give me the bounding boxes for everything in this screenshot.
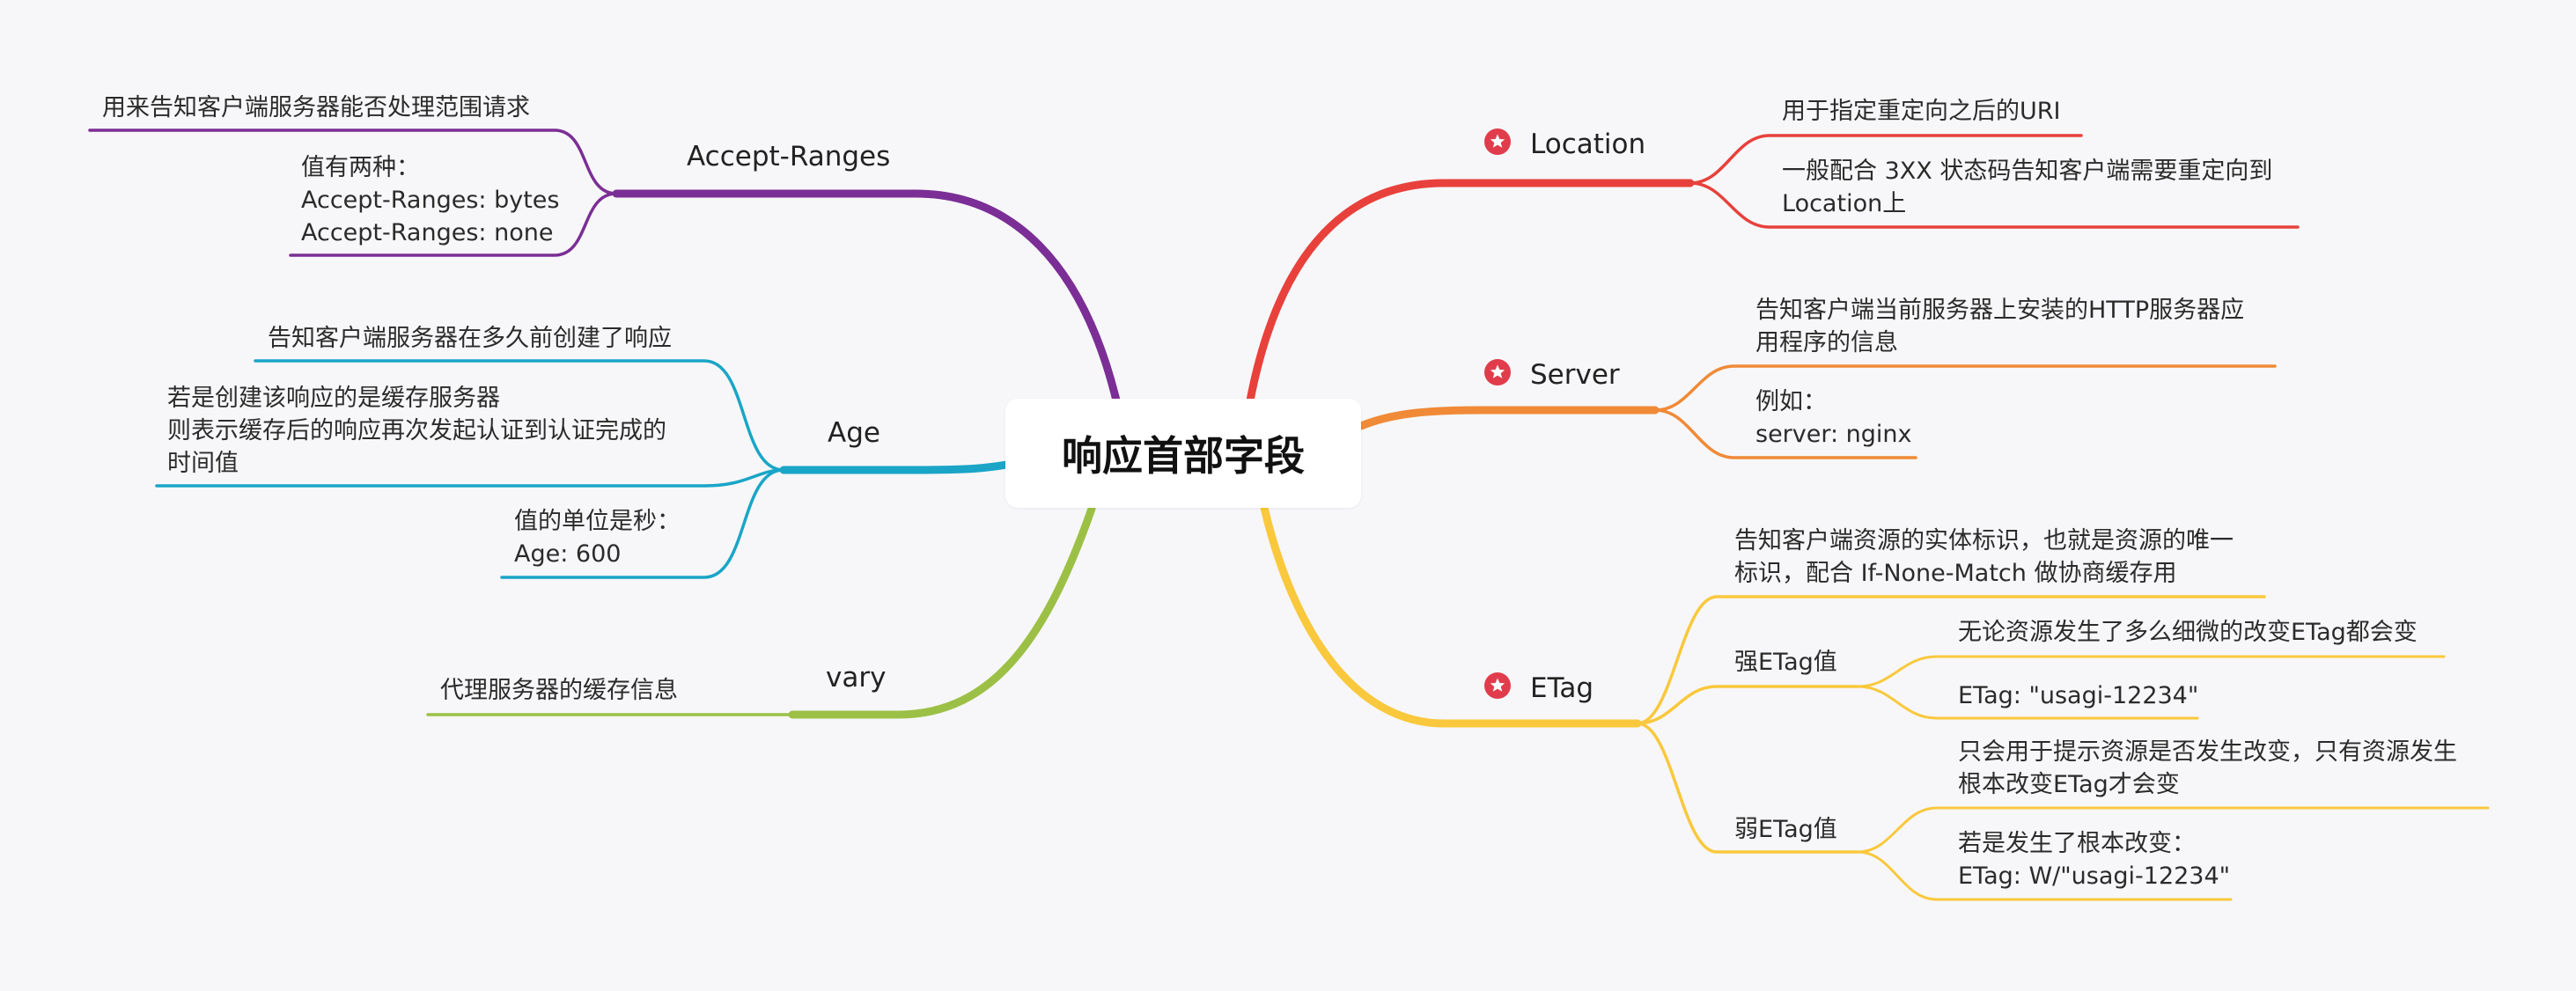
connector-server-child-1 <box>1653 364 2277 412</box>
connector-location-main <box>1246 179 1695 405</box>
location-note-2[interactable]: 一般配合 3XX 状态码告知客户端需要重定向到 Location上 <box>1782 155 2272 220</box>
etag-weak-note-2[interactable]: 若是发生了根本改变： ETag: W/"usagi-12234" <box>1958 827 2230 892</box>
accept-ranges-note-1[interactable]: 用来告知客户端服务器能否处理范围请求 <box>102 92 530 124</box>
connector-etag-strong-child-1 <box>1856 655 2446 688</box>
etag-note-1-line-1: 告知客户端资源的实体标识，也就是资源的唯一 <box>1734 527 2234 554</box>
age-note-2-line-1: 若是创建该响应的是缓存服务器 <box>167 385 500 412</box>
etag-note-1[interactable]: 告知客户端资源的实体标识，也就是资源的唯一 标识，配合 If-None-Matc… <box>1734 525 2234 590</box>
server-note-2[interactable]: 例如： server: nginx <box>1755 385 1912 451</box>
etag-weak-node[interactable]: 弱ETag值 <box>1734 813 1837 846</box>
connector-accept-ranges-main <box>612 189 1121 405</box>
server-note-1[interactable]: 告知客户端当前服务器上安装的HTTP服务器应 用程序的信息 <box>1755 294 2244 359</box>
etag-strong-note-2-line-1: ETag: "usagi-12234" <box>1958 682 2199 709</box>
connector-location-child-2 <box>1689 181 2300 229</box>
connector-vary-main <box>788 504 1096 719</box>
connector-location-child-1 <box>1689 134 2083 185</box>
age-note-2-line-2: 则表示缓存后的响应再次发起认证到认证完成的 <box>167 417 666 444</box>
connector-etag-weak <box>1636 722 1859 854</box>
age-note-1[interactable]: 告知客户端服务器在多久前创建了响应 <box>268 322 672 355</box>
branch-server[interactable]: Server <box>1484 357 1620 394</box>
accept-ranges-note-2-line-3: Accept-Ranges: none <box>301 219 554 246</box>
accept-ranges-note-1-line-1: 用来告知客户端服务器能否处理范围请求 <box>102 94 530 121</box>
server-note-1-line-2: 用程序的信息 <box>1755 329 1898 356</box>
age-note-3-line-2: Age: 600 <box>514 540 622 568</box>
etag-weak-note-1[interactable]: 只会用于提示资源是否发生改变，只有资源发生 根本改变ETag才会变 <box>1958 736 2457 801</box>
star-badge-icon <box>1484 128 1511 164</box>
connector-age-main <box>779 460 1012 474</box>
age-note-1-line-1: 告知客户端服务器在多久前创建了响应 <box>268 325 672 352</box>
age-note-2[interactable]: 若是创建该响应的是缓存服务器 则表示缓存后的响应再次发起认证到认证完成的 时间值 <box>167 382 666 480</box>
branch-vary[interactable]: vary <box>826 660 886 695</box>
location-note-2-line-2: Location上 <box>1782 190 1907 217</box>
connector-etag-main <box>1260 503 1642 728</box>
age-note-3[interactable]: 值的单位是秒： Age: 600 <box>514 505 681 570</box>
accept-ranges-note-2[interactable]: 值有两种： Accept-Ranges: bytes Accept-Ranges… <box>301 151 559 249</box>
connector-accept-ranges-child-2 <box>289 192 618 257</box>
branch-age[interactable]: Age <box>828 415 880 451</box>
etag-note-1-line-2: 标识，配合 If-None-Match 做协商缓存用 <box>1734 560 2177 587</box>
etag-strong-node[interactable]: 强ETag值 <box>1734 646 1837 679</box>
branch-location-label: Location <box>1530 128 1646 160</box>
branch-server-label: Server <box>1530 359 1620 391</box>
branch-etag-label: ETag <box>1530 672 1594 704</box>
branch-age-label: Age <box>828 417 880 449</box>
connector-server-child-2 <box>1653 408 1917 459</box>
branch-accept-ranges-label: Accept-Ranges <box>687 141 891 173</box>
connector-age-child-1 <box>254 359 785 472</box>
server-note-2-line-2: server: nginx <box>1755 421 1912 448</box>
vary-note-1-line-1: 代理服务器的缓存信息 <box>440 677 678 704</box>
connector-etag-weak-child-1 <box>1856 806 2490 854</box>
central-topic-label: 响应首部字段 <box>1062 432 1305 480</box>
server-note-1-line-1: 告知客户端当前服务器上安装的HTTP服务器应 <box>1755 297 2245 324</box>
etag-strong-note-1-line-1: 无论资源发生了多么细微的改变ETag都会变 <box>1958 619 2418 646</box>
vary-note-1[interactable]: 代理服务器的缓存信息 <box>440 674 678 707</box>
branch-accept-ranges[interactable]: Accept-Ranges <box>687 139 890 174</box>
connector-age-child-3 <box>500 468 785 579</box>
etag-weak-note-1-line-2: 根本改变ETag才会变 <box>1958 771 2180 798</box>
server-note-2-line-1: 例如： <box>1755 388 1827 415</box>
accept-ranges-note-2-line-2: Accept-Ranges: bytes <box>301 187 560 214</box>
accept-ranges-note-2-line-1: 值有两种： <box>301 154 420 181</box>
branch-location[interactable]: Location <box>1484 127 1645 164</box>
star-badge-icon <box>1484 672 1511 708</box>
etag-strong-note-2[interactable]: ETag: "usagi-12234" <box>1958 679 2198 712</box>
etag-strong-note-1[interactable]: 无论资源发生了多么细微的改变ETag都会变 <box>1958 616 2418 649</box>
etag-weak-note-2-line-1: 若是发生了根本改变： <box>1958 830 2196 857</box>
branch-vary-label: vary <box>826 662 887 694</box>
connector-etag-strong <box>1636 685 1859 725</box>
connector-accept-ranges-child-1 <box>88 128 618 195</box>
etag-strong-label: 强ETag值 <box>1734 649 1837 676</box>
location-note-1[interactable]: 用于指定重定向之后的URI <box>1782 95 2061 128</box>
connector-etag-weak-child-2 <box>1856 850 2233 901</box>
location-note-2-line-1: 一般配合 3XX 状态码告知客户端需要重定向到 <box>1782 158 2273 185</box>
connector-etag-child-1 <box>1636 595 2266 725</box>
central-topic[interactable]: 响应首部字段 <box>1005 399 1361 508</box>
age-note-3-line-1: 值的单位是秒： <box>514 508 681 535</box>
location-note-1-line-1: 用于指定重定向之后的URI <box>1782 98 2061 125</box>
etag-weak-note-2-line-2: ETag: W/"usagi-12234" <box>1958 863 2231 890</box>
connector-etag-strong-child-2 <box>1856 685 2199 720</box>
etag-weak-label: 弱ETag值 <box>1734 816 1837 843</box>
etag-weak-note-1-line-1: 只会用于提示资源是否发生改变，只有资源发生 <box>1958 738 2457 766</box>
age-note-2-line-3: 时间值 <box>167 450 239 477</box>
branch-etag[interactable]: ETag <box>1484 671 1593 708</box>
connector-server-main <box>1357 406 1660 430</box>
star-badge-icon <box>1484 358 1511 394</box>
